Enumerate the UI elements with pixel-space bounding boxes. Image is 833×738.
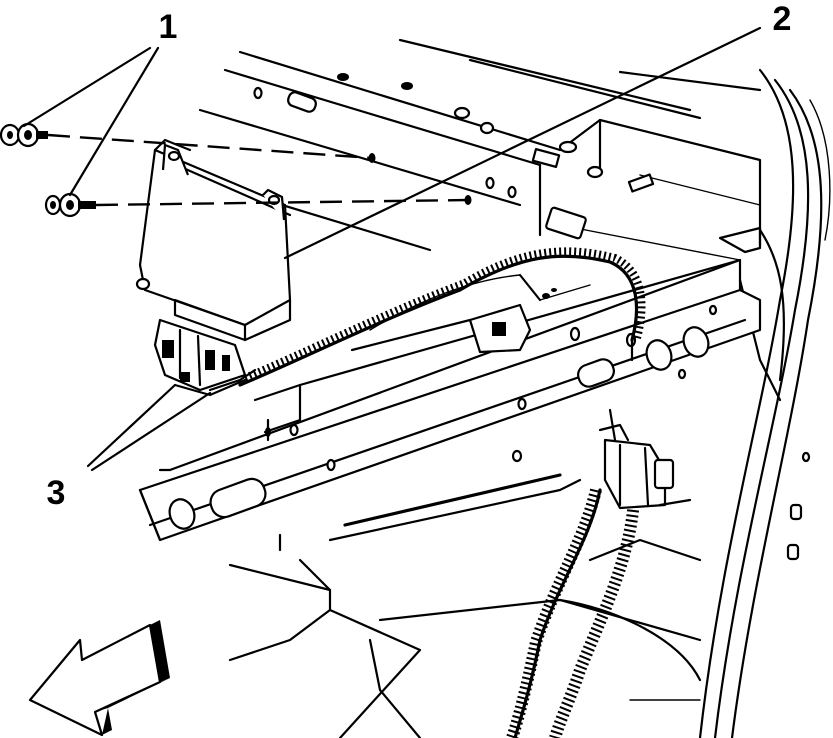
harness-connector	[598, 423, 692, 510]
right-body-contour	[698, 68, 831, 738]
callout-2: 2	[773, 0, 792, 38]
callout-3: 3	[47, 474, 66, 512]
bolt-icon	[0, 122, 48, 148]
rail-bracket	[350, 284, 591, 354]
bolt-icon	[44, 192, 96, 218]
electronic-module	[135, 138, 292, 397]
wiring-harness	[238, 247, 646, 738]
callout-1: 1	[159, 8, 178, 46]
fasteners	[0, 122, 472, 218]
forward-direction-arrow-icon	[28, 620, 170, 737]
upper-body-panel	[198, 38, 762, 261]
leader-lines	[22, 26, 762, 472]
lower-body-panel	[228, 473, 702, 738]
